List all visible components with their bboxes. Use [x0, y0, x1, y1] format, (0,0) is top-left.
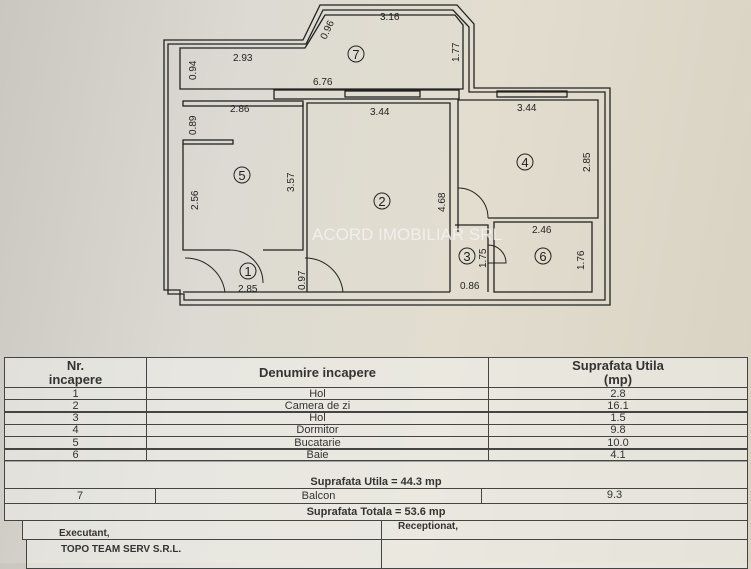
room-number-3: 3 — [463, 249, 470, 264]
cell-name: Camera de zi — [146, 400, 488, 412]
cell-name: Dormitor — [146, 424, 488, 436]
executant-label: Executant, — [59, 527, 110, 539]
dim-kitchen-niche: 0.89 — [188, 115, 199, 135]
cell-nr: 5 — [72, 436, 79, 449]
cell-nr: 2 — [72, 399, 79, 412]
room-number-7: 7 — [352, 47, 359, 62]
watermark: ACORD IMOBILIAR SRL — [312, 225, 502, 244]
header-nr: Nr. incapere — [5, 358, 146, 387]
dim-living-width: 3.44 — [370, 107, 390, 118]
signature-row: TOPO TEAM SERV S.R.L. — [26, 539, 748, 569]
dim-balcony-length: 6.76 — [313, 77, 333, 88]
header-area-label: Suprafata Utila — [572, 357, 664, 373]
receptionat-area — [381, 540, 749, 568]
header-nr-label-2: incapere — [48, 371, 103, 387]
dim-bath-height: 1.76 — [576, 250, 587, 270]
room-number-4: 4 — [521, 155, 528, 170]
useful-total-row: Suprafata Utila = 44.3 mp — [4, 460, 748, 489]
cell-area: 4.1 — [488, 449, 747, 461]
dim-hall3-width: 0.86 — [460, 281, 480, 292]
cell-area: 1.5 — [488, 412, 747, 424]
header-area-unit: (mp) — [603, 371, 633, 387]
header-name: Denumire incapere — [146, 358, 488, 387]
floor-plan: 3.16 0.96 2.93 1.77 0.94 6.76 2.86 0.89 … — [163, 4, 611, 306]
dim-kitchen-width: 2.86 — [230, 104, 250, 115]
cell-nr: 4 — [72, 424, 79, 437]
cell-area: 2.8 — [488, 388, 747, 400]
cell-area: 9.3 — [481, 489, 747, 503]
grand-total: Suprafata Totala = 53.6 mp — [306, 506, 446, 518]
room-number-6: 6 — [539, 249, 546, 264]
cell-nr: 6 — [72, 449, 79, 461]
table-header: Nr. incapere Denumire incapere Suprafata… — [4, 357, 748, 388]
cell-nr: 1 — [72, 387, 79, 400]
cell-name: Hol — [146, 388, 488, 400]
dim-hall3-height: 1.75 — [478, 248, 489, 268]
room-circles — [233, 45, 552, 280]
table-row-balcony: 7 Balcon 9.3 — [4, 488, 748, 504]
cell-area: 16.1 — [488, 400, 747, 412]
room-number-1: 1 — [244, 264, 251, 279]
dim-door-width: 0.97 — [297, 270, 308, 290]
room-number-2: 2 — [378, 194, 385, 209]
dim-kitchen-height: 3.57 — [286, 172, 297, 192]
door-swings — [184, 187, 507, 293]
dim-bath-width: 2.46 — [532, 225, 552, 236]
dim-living-height: 4.68 — [437, 192, 448, 212]
cell-area: 9.8 — [488, 424, 747, 436]
cell-area: 10.0 — [488, 437, 747, 449]
dimension-labels: 3.16 0.96 2.93 1.77 0.94 6.76 2.86 0.89 … — [188, 12, 593, 295]
grand-total-row: Suprafata Totala = 53.6 mp — [4, 503, 748, 521]
dim-bedroom-width: 3.44 — [517, 103, 537, 114]
header-nr-label: Nr. — [66, 357, 85, 373]
cell-nr: 7 — [76, 490, 84, 502]
dim-hall1-width: 2.85 — [238, 284, 258, 295]
dim-bedroom-height: 2.85 — [582, 152, 593, 172]
cell-name: Baie — [146, 449, 488, 461]
cell-nr: 3 — [72, 412, 79, 425]
useful-total: Suprafata Utila = 44.3 mp — [310, 475, 442, 488]
dim-balcony-height: 1.77 — [451, 42, 462, 62]
room-number-5: 5 — [238, 168, 245, 183]
dim-balcony-top: 3.16 — [380, 12, 400, 23]
header-area: Suprafata Utila (mp) — [488, 358, 747, 387]
room-numbers: 1 2 3 4 5 6 7 — [238, 47, 546, 279]
cell-name: Bucatarie — [146, 437, 488, 449]
walls — [163, 4, 611, 306]
cell-name: Hol — [146, 412, 488, 424]
executant-name: TOPO TEAM SERV S.R.L. — [61, 544, 182, 555]
dim-kitchen-lower: 2.56 — [190, 190, 201, 210]
cell-name: Balcon — [155, 489, 481, 503]
dim-balcony-side: 0.94 — [188, 60, 199, 80]
receptionat-label: Receptionat, — [381, 521, 747, 539]
dim-balcony-left: 2.93 — [233, 53, 253, 64]
signature-header-row: Executant, Receptionat, — [22, 520, 748, 540]
